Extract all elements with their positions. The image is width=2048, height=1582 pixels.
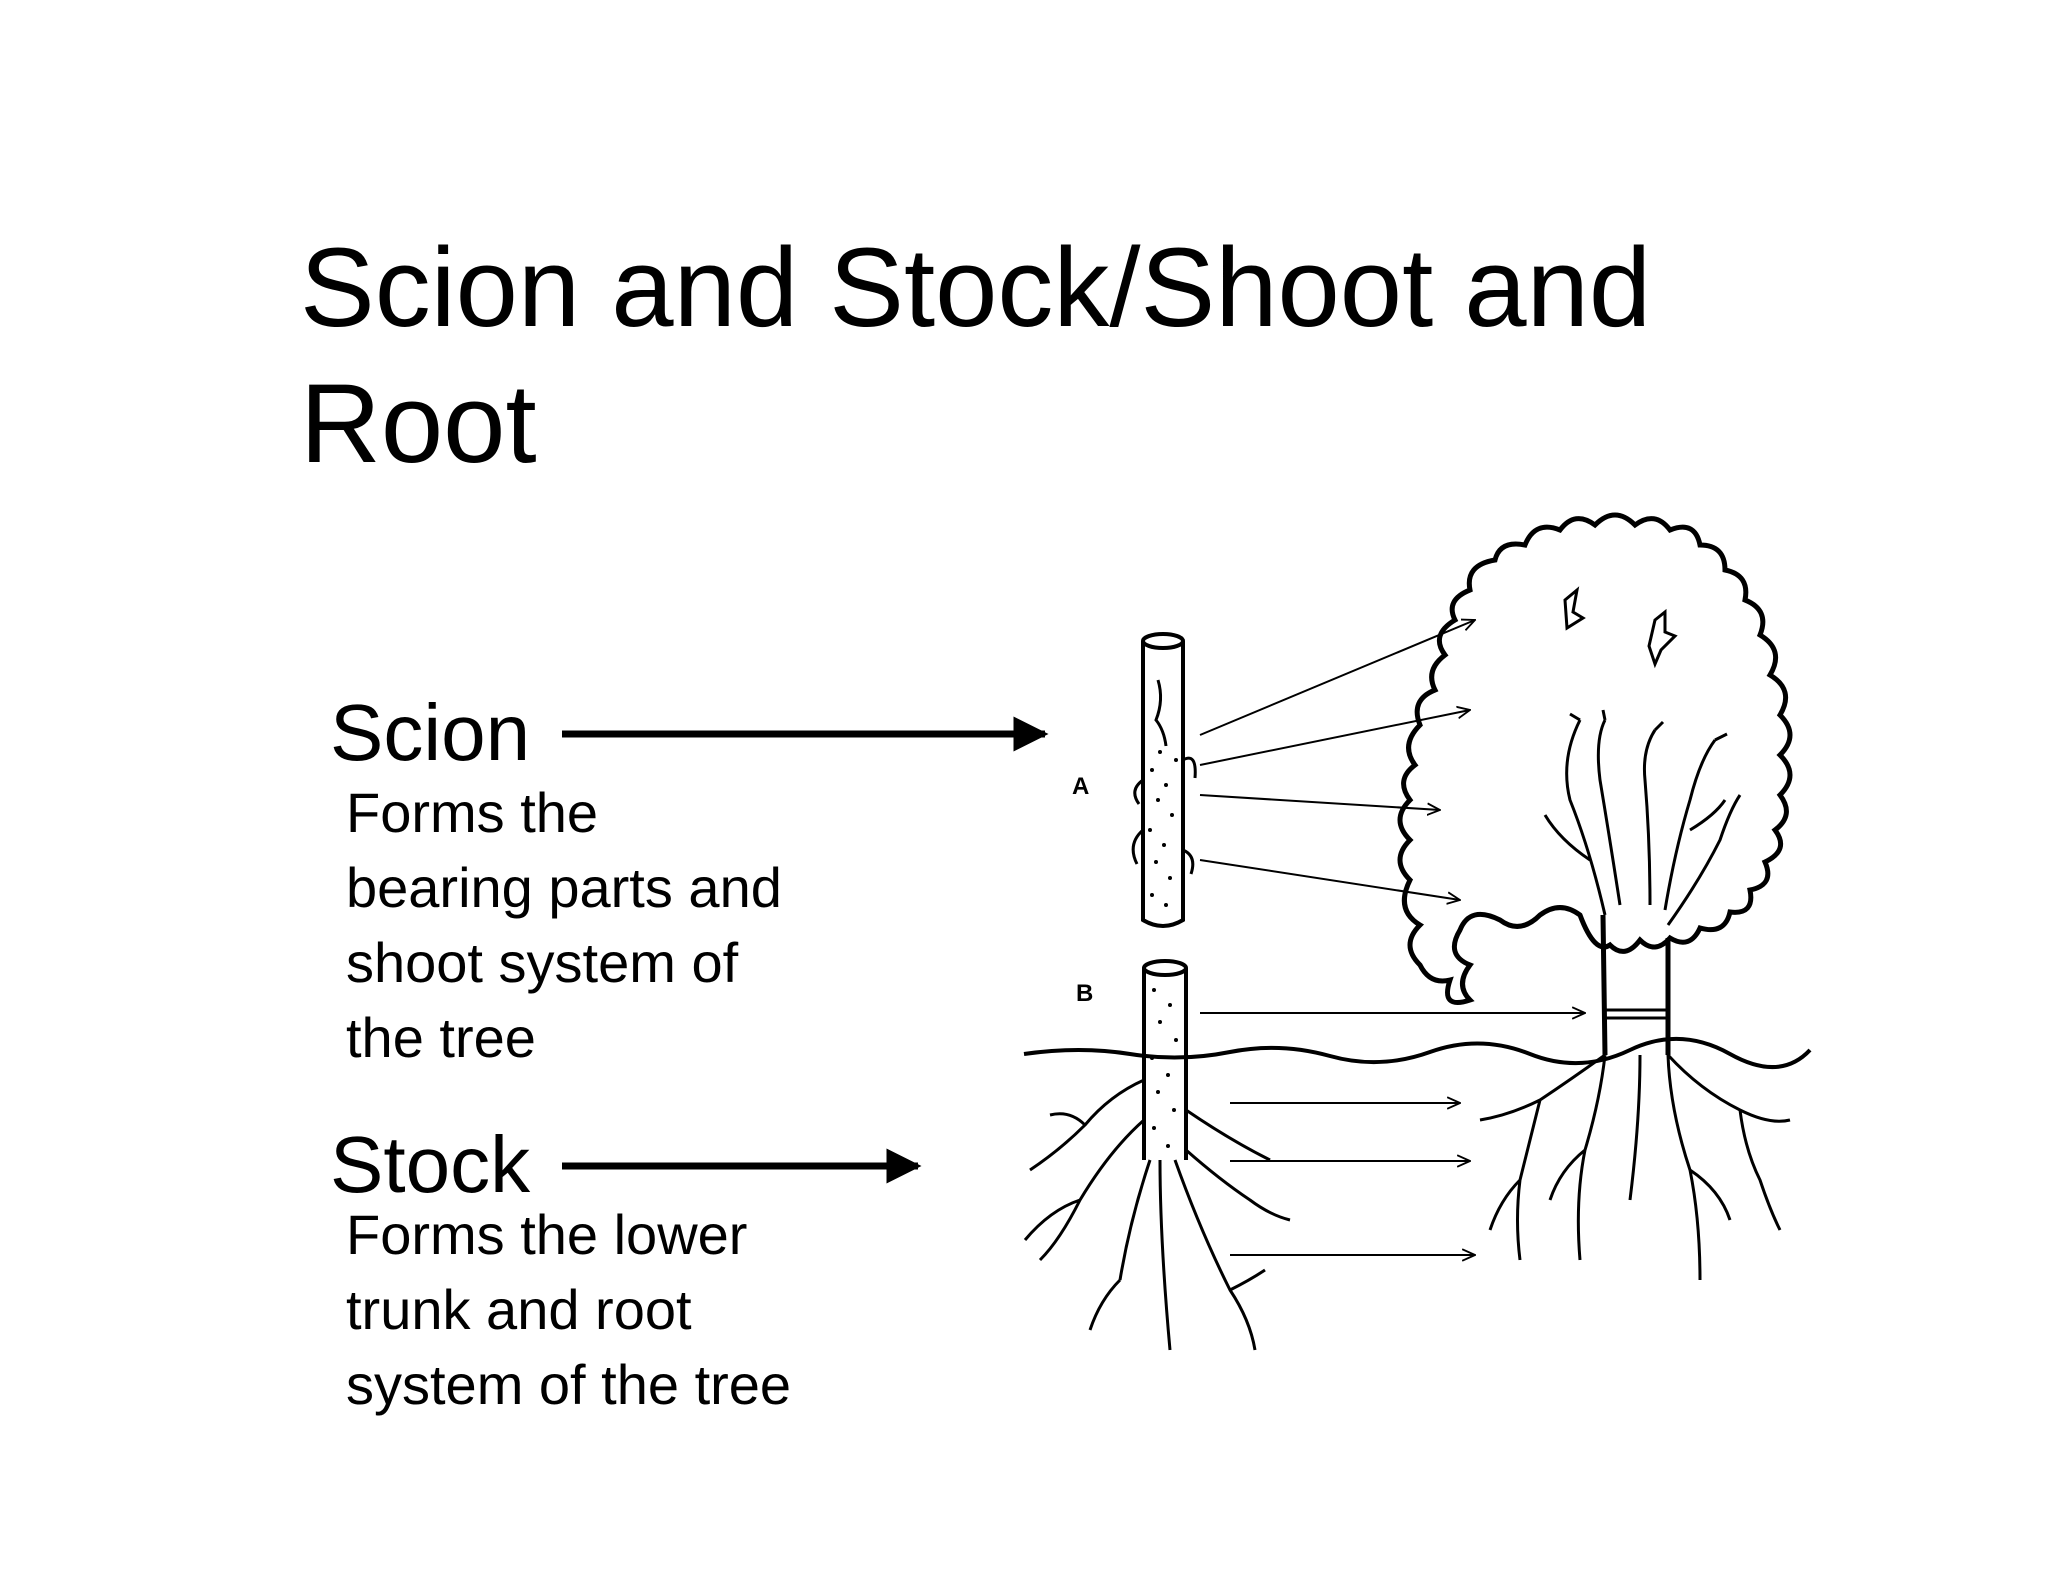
stock-description-line: trunk and root [346,1278,692,1341]
scion-label: Scion [330,688,531,777]
scion-description-line: the tree [346,1006,536,1069]
scion-to-crown-arrow [1199,710,1470,766]
stock-description-line: Forms the lower [346,1203,748,1266]
grafted-tree [1397,512,1793,1281]
correspondence-arrows [1199,620,1585,1255]
scion-description-line: shoot system of [346,931,739,994]
rootstock [1023,959,1291,1351]
stock-description: Forms the lower trunk and root system of… [346,1197,906,1422]
scion-to-crown-arrow [1199,620,1475,736]
scion-cutting [1131,632,1197,928]
scion-description-line: Forms the [346,781,599,844]
ground-line [1023,1036,1812,1069]
scion-description: Forms the bearing parts and shoot system… [346,775,906,1075]
figure-label-b: B [1076,980,1094,1007]
scion-description-line: bearing parts and [346,856,782,919]
figure-label-a: A [1072,773,1090,800]
slide-title: Scion and Stock/Shoot and Root [300,225,1652,486]
scion-to-crown-arrow [1199,859,1460,900]
stock-label: Stock [330,1120,531,1209]
stock-description-line: system of the tree [346,1353,792,1416]
scion-to-crown-arrow [1199,794,1440,810]
